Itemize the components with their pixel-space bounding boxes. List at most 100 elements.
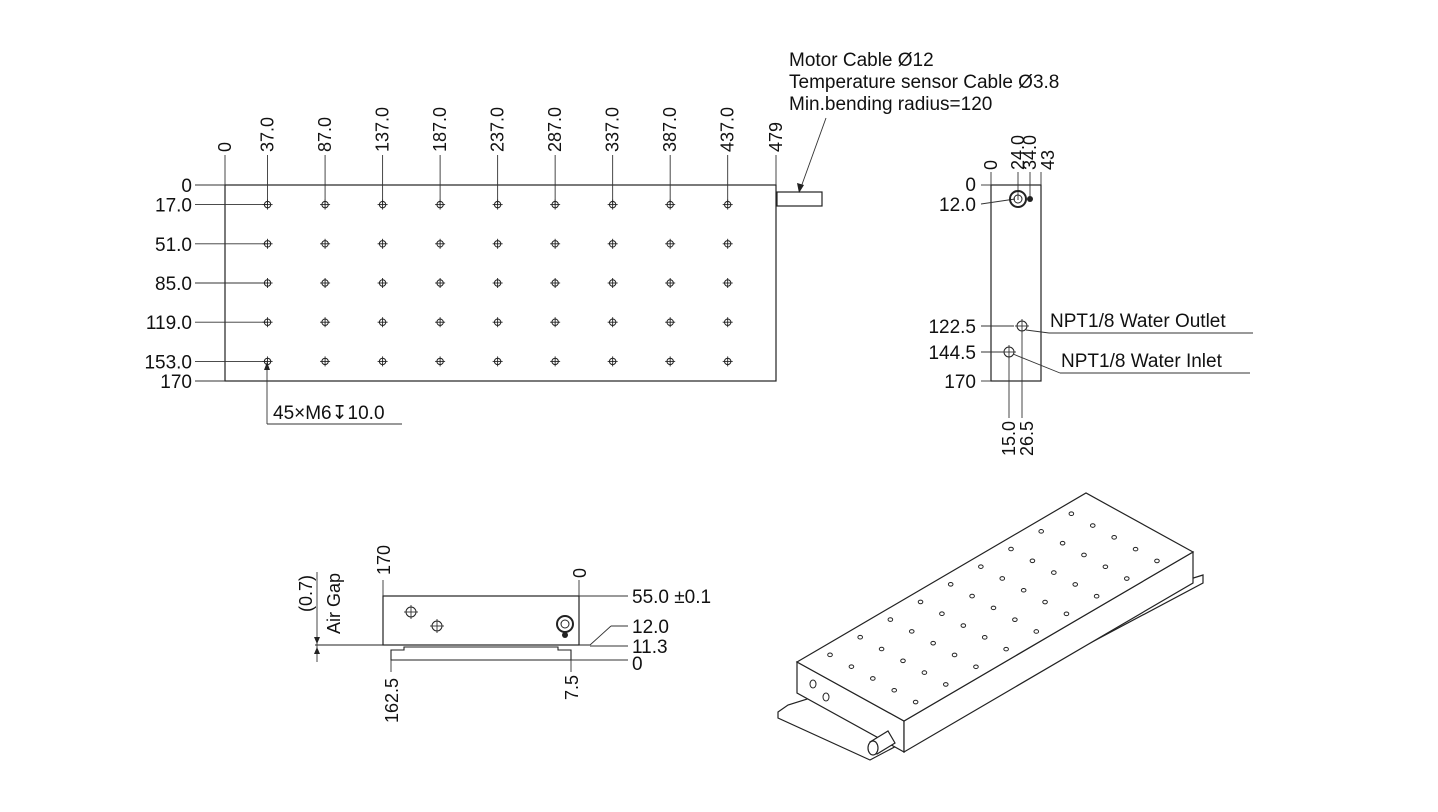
iso-hole-icon	[1081, 552, 1087, 558]
iso-hole-icon	[981, 635, 988, 640]
iso-hole-icon	[1051, 570, 1057, 575]
mounting-hole-icon	[722, 199, 733, 210]
front-x-label: 387.0	[660, 107, 680, 152]
mounting-hole-icon	[435, 356, 446, 367]
mounting-hole-icon	[550, 317, 561, 328]
side-left-label-144: 144.5	[928, 343, 976, 364]
inlet-leader	[1012, 353, 1061, 374]
front-y-label: 153.0	[144, 352, 192, 373]
iso-hole-icon	[912, 699, 919, 705]
iso-hole-icon	[1089, 523, 1096, 528]
mounting-hole-icon	[492, 238, 503, 249]
mounting-hole-icon	[607, 238, 618, 249]
air-gap-arrow-down	[314, 637, 320, 644]
mounting-hole-icon	[607, 278, 618, 288]
iso-hole-icon	[891, 687, 898, 693]
side-bottom-label-26: 26.5	[1017, 421, 1037, 456]
magnet-track	[390, 646, 572, 661]
mounting-hole-icon	[435, 199, 446, 210]
end-view: (0.7) Air Gap 170 0 55.0 ±0.1 12.0 11.3 …	[296, 545, 711, 723]
iso-hole-icon	[1038, 529, 1044, 534]
iso-hole-icon	[1012, 617, 1018, 622]
mounting-hole-icon	[377, 238, 388, 249]
iso-hole-icon	[930, 640, 936, 646]
front-extension-lines	[195, 155, 777, 382]
front-y-label: 0	[181, 176, 192, 197]
side-left-label-170: 170	[944, 372, 976, 393]
motor-cable-stub	[776, 191, 823, 207]
mounting-hole-icon	[550, 356, 561, 367]
mounting-hole-icon	[377, 317, 388, 328]
iso-hole-icon	[1093, 593, 1100, 599]
iso-hole-icon	[1029, 558, 1036, 564]
cable-note-leader	[799, 117, 827, 191]
bending-radius-note: Min.bending radius=120	[789, 94, 992, 115]
mounting-hole-icon	[320, 356, 331, 367]
iso-hole-icon	[848, 664, 855, 669]
iso-hole-icon	[1102, 564, 1109, 570]
sensor-cable-dot-icon	[1027, 196, 1033, 202]
side-left-label-12: 12.0	[939, 195, 976, 216]
iso-hole-icon	[990, 605, 997, 611]
mounting-hole-icon	[435, 238, 446, 249]
front-x-label: 237.0	[488, 107, 508, 152]
iso-hole-icon	[947, 581, 954, 587]
iso-hole-icon	[1063, 611, 1070, 617]
hole-callout-text: 45×M6↧10.0	[273, 403, 385, 424]
mounting-hole-icon	[550, 238, 561, 249]
front-x-label: 287.0	[545, 107, 565, 152]
iso-hole-icon	[969, 593, 975, 599]
side-left-label-0: 0	[965, 175, 976, 196]
front-y-label: 119.0	[146, 313, 192, 334]
iso-hole-icon	[1111, 535, 1117, 540]
mounting-hole-icon	[722, 317, 733, 328]
end-height-label: 55.0 ±0.1	[632, 587, 711, 608]
end-leader-12	[589, 625, 612, 646]
end-view-body	[382, 595, 580, 646]
mounting-hole-icon	[377, 278, 388, 288]
motor-cable-core-icon	[1013, 194, 1023, 204]
iso-hole-icon	[1154, 558, 1160, 564]
mounting-hole-icon	[550, 199, 561, 210]
mounting-hole-icon	[262, 278, 273, 288]
end-bottom-label-7: 7.5	[562, 675, 582, 700]
mounting-hole-icon	[377, 356, 388, 367]
mounting-hole-icon	[550, 278, 561, 288]
end-cable-core-icon	[560, 619, 570, 629]
iso-hole-icon	[870, 676, 876, 681]
end-bottom-label-162: 162.5	[382, 678, 402, 723]
iso-hole-icon	[999, 576, 1006, 581]
front-x-label: 337.0	[603, 107, 623, 152]
front-x-label: 37.0	[258, 117, 278, 152]
water-inlet-label: NPT1/8 Water Inlet	[1061, 351, 1223, 372]
mounting-hole-icon	[435, 317, 446, 328]
iso-port-2-icon	[822, 692, 830, 702]
iso-hole-icon	[921, 670, 928, 675]
iso-hole-icon	[827, 652, 833, 658]
front-y-label: 17.0	[155, 196, 192, 217]
sensor-cable-note: Temperature sensor Cable Ø3.8	[789, 72, 1059, 93]
air-gap-value: (0.7)	[296, 575, 316, 612]
mounting-hole-icon	[262, 199, 273, 210]
front-x-label: 0	[215, 142, 235, 152]
side-bottom-label-15: 15.0	[999, 421, 1019, 456]
mounting-hole-icon	[665, 238, 676, 249]
iso-hole-icon	[1033, 629, 1040, 634]
mounting-hole-icon	[607, 356, 618, 367]
mounting-hole-icon	[320, 199, 331, 210]
front-x-label: 187.0	[430, 107, 450, 152]
mounting-hole-icon	[492, 356, 503, 367]
end-right-label-0: 0	[632, 654, 643, 675]
mounting-hole-icon	[320, 317, 331, 328]
front-y-label: 170	[160, 372, 192, 393]
air-gap-label: Air Gap	[324, 573, 344, 634]
front-y-label: 51.0	[155, 235, 192, 256]
iso-cable-end-icon	[867, 740, 879, 756]
iso-hole-icon	[887, 617, 894, 622]
end-top-label-0: 0	[570, 568, 590, 578]
iso-hole-icon	[900, 658, 906, 664]
iso-hole-icon	[1008, 546, 1014, 552]
